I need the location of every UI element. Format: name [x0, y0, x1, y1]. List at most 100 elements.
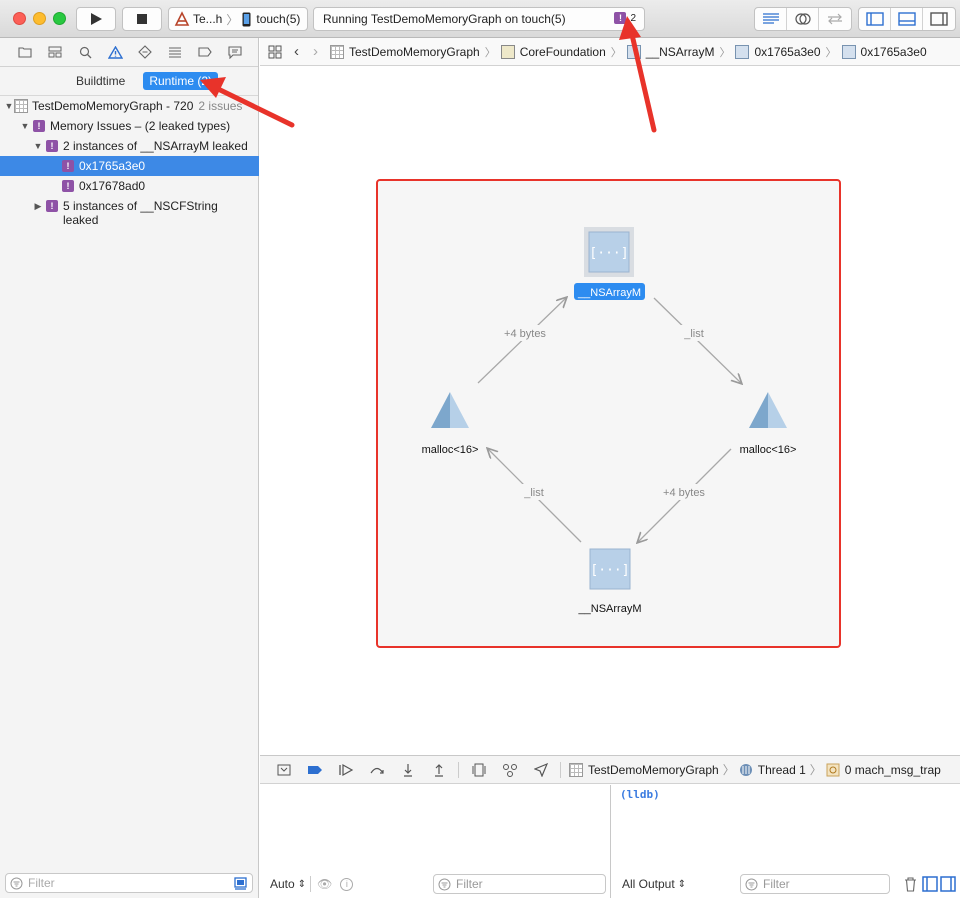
- project-icon: [14, 99, 28, 113]
- breakpoint-active-icon: [307, 765, 322, 774]
- jump-bar: ‹ › TestDemoMemoryGraph 〉 CoreFoundation…: [260, 38, 960, 66]
- run-button[interactable]: [76, 7, 116, 31]
- malloc-block-icon: [768, 392, 787, 428]
- breakpoint-navigator-tab[interactable]: [190, 42, 220, 62]
- grid-menu-icon[interactable]: [268, 45, 282, 59]
- project-name: TestDemoMemoryGraph - 720: [32, 99, 194, 113]
- object-icon: [841, 44, 856, 59]
- node-top-array[interactable]: [···] __NSArrayM: [574, 227, 645, 300]
- node-right-malloc[interactable]: malloc<16>: [740, 392, 797, 456]
- step-into-button[interactable]: [392, 760, 423, 780]
- step-out-button[interactable]: [423, 760, 454, 780]
- find-navigator-tab[interactable]: [70, 42, 100, 62]
- debug-path-thread[interactable]: Thread 1: [757, 762, 806, 777]
- node-bottom-array[interactable]: [···] __NSArrayM: [578, 548, 642, 615]
- console-footer: All Output ⇕ Filter: [622, 870, 960, 898]
- issue-badge[interactable]: ! 2: [614, 12, 636, 24]
- jumpbar-instance[interactable]: 0x1765a3e0: [754, 44, 821, 59]
- node-left-malloc[interactable]: malloc<16>: [422, 392, 479, 456]
- filter-placeholder: Filter: [28, 876, 55, 890]
- edge-label-bg: [520, 484, 548, 500]
- toggle-navigator-button[interactable]: [859, 8, 891, 30]
- navigator-filter[interactable]: Filter: [5, 873, 253, 893]
- assistant-editor-button[interactable]: [787, 8, 819, 30]
- edge-label-left-up: +4 bytes: [504, 328, 546, 340]
- jumpbar-node[interactable]: 0x1765a3e0: [860, 44, 927, 59]
- variables-filter[interactable]: Filter: [433, 874, 606, 894]
- thread-icon: [739, 763, 752, 776]
- scheme-name: Te...h: [193, 12, 223, 26]
- toggle-utilities-button[interactable]: [923, 8, 955, 30]
- jumpbar-framework[interactable]: CoreFoundation: [519, 44, 606, 59]
- tab-runtime[interactable]: Runtime (2): [143, 72, 219, 90]
- scope-filter-icon[interactable]: [234, 877, 247, 890]
- simulate-location-button[interactable]: [525, 760, 556, 780]
- issue-navigator-tab[interactable]: [100, 42, 130, 62]
- stop-button[interactable]: [122, 7, 162, 31]
- console-filter[interactable]: Filter: [740, 874, 890, 894]
- breakpoints-toggle-button[interactable]: [299, 760, 330, 780]
- console-view[interactable]: (lldb) All Output ⇕ Filter: [612, 785, 960, 898]
- debug-path-project[interactable]: TestDemoMemoryGraph: [588, 762, 719, 777]
- disclosure-open-icon[interactable]: ▼: [33, 141, 43, 151]
- test-navigator-tab[interactable]: [130, 42, 160, 62]
- split-left-icon[interactable]: [922, 876, 938, 892]
- forward-arrow-icon[interactable]: ›: [313, 43, 318, 60]
- divider: [310, 876, 312, 892]
- hide-debug-area-button[interactable]: [268, 760, 299, 780]
- issue-count: 2: [630, 12, 636, 24]
- variables-mode-select[interactable]: Auto: [270, 877, 295, 891]
- chevron-right-icon: 〉: [719, 46, 731, 59]
- project-row[interactable]: ▼ TestDemoMemoryGraph - 720 2 issues: [0, 96, 259, 116]
- device-icon: [242, 12, 251, 26]
- disclosure-open-icon[interactable]: ▼: [20, 121, 30, 131]
- continue-button[interactable]: [330, 760, 361, 780]
- play-icon: [91, 13, 102, 25]
- tab-buildtime[interactable]: Buildtime: [75, 74, 126, 88]
- leak-instance-row-selected[interactable]: ! 0x1765a3e0: [0, 156, 259, 176]
- minimize-window-button[interactable]: [33, 12, 46, 25]
- node-label-selected-bg: [574, 283, 645, 300]
- memory-graph-button[interactable]: [494, 760, 525, 780]
- view-hierarchy-button[interactable]: [463, 760, 494, 780]
- node-label: malloc<16>: [740, 444, 797, 456]
- version-editor-button[interactable]: [819, 8, 851, 30]
- symbol-navigator-tab[interactable]: [40, 42, 70, 62]
- jumpbar-class[interactable]: __NSArrayM: [645, 44, 715, 59]
- info-icon[interactable]: i: [340, 877, 354, 891]
- report-navigator-tab[interactable]: [220, 42, 250, 62]
- edge-label-right-down: _list: [683, 328, 704, 340]
- trash-icon[interactable]: [904, 877, 917, 892]
- edge-label-bg: [658, 484, 710, 500]
- eye-icon[interactable]: 👁: [317, 877, 333, 891]
- leak-type-row[interactable]: ▼ ! 2 instances of __NSArrayM leaked: [0, 136, 259, 156]
- node-label: __NSArrayM: [577, 287, 641, 299]
- debug-path-frame[interactable]: 0 mach_msg_trap: [844, 762, 941, 777]
- standard-editor-button[interactable]: [755, 8, 787, 30]
- toggle-debug-area-button[interactable]: [891, 8, 923, 30]
- panel-toggle-segmented: [858, 7, 956, 31]
- back-arrow-icon[interactable]: ‹: [294, 43, 299, 60]
- leak-instance-row[interactable]: ! 0x17678ad0: [0, 176, 259, 196]
- variables-view[interactable]: Auto ⇕ 👁 i Filter: [260, 785, 611, 898]
- variables-footer: Auto ⇕ 👁 i Filter: [270, 870, 610, 898]
- zoom-window-button[interactable]: [53, 12, 66, 25]
- leak-type-row[interactable]: ▶ ! 5 instances of __NSCFString leaked: [0, 196, 259, 230]
- project-navigator-tab[interactable]: [10, 42, 40, 62]
- location-arrow-icon: [533, 762, 548, 777]
- close-window-button[interactable]: [13, 12, 26, 25]
- memory-issues-row[interactable]: ▼ ! Memory Issues – (2 leaked types): [0, 116, 259, 136]
- collapse-panel-icon: [277, 764, 290, 775]
- right-panel-icon: [930, 12, 948, 26]
- output-mode-select[interactable]: All Output: [622, 877, 675, 891]
- step-into-icon: [403, 763, 412, 777]
- array-glyph: [···]: [590, 563, 629, 578]
- disclosure-closed-icon[interactable]: ▶: [34, 201, 42, 211]
- continue-icon: [338, 763, 353, 776]
- split-right-icon[interactable]: [940, 876, 956, 892]
- scheme-selector[interactable]: Te...h 〉 touch(5): [168, 7, 308, 31]
- step-over-button[interactable]: [361, 760, 392, 780]
- disclosure-open-icon[interactable]: ▼: [4, 101, 14, 111]
- debug-navigator-tab[interactable]: [160, 42, 190, 62]
- jumpbar-project[interactable]: TestDemoMemoryGraph: [349, 44, 480, 59]
